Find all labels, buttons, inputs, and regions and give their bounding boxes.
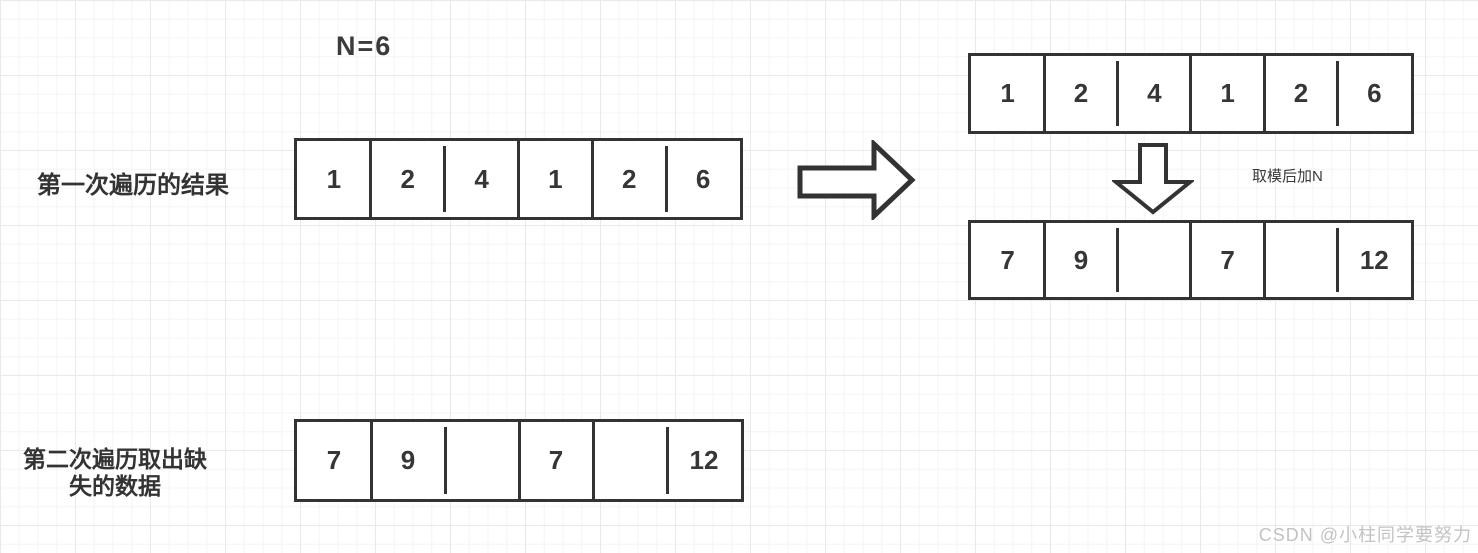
array-cell: 2: [592, 141, 668, 217]
n-value-label: N=6: [336, 31, 393, 61]
array-cell: 7: [971, 223, 1047, 297]
watermark: CSDN @小柱同学要努力: [1258, 525, 1472, 545]
array-cell: 1: [971, 56, 1047, 131]
array-cell: 4: [1118, 56, 1193, 131]
array-cell: 2: [1264, 56, 1340, 131]
array-cell: 4: [445, 141, 520, 217]
array-cell: 1: [518, 141, 594, 217]
array-cell: 7: [297, 422, 373, 499]
second-pass-label-line2: 失的数据: [69, 473, 161, 499]
second-pass-label-line1: 第二次遍历取出缺: [23, 446, 207, 472]
first-pass-label: 第一次遍历的结果: [37, 172, 229, 199]
array-after-mod: 7 9 7 12: [968, 220, 1414, 300]
array-cell: [593, 422, 669, 499]
array-cell: 7: [519, 422, 595, 499]
array-cell: 12: [1359, 244, 1389, 275]
array-cell: 7: [1191, 223, 1267, 297]
array-second-result: 7 9 7 12: [294, 419, 744, 502]
array-cell: [1118, 223, 1193, 297]
array-cell: 12: [689, 445, 719, 475]
array-cell: 6: [695, 163, 711, 194]
array-top-right: 1 2 4 1 2 6: [968, 53, 1414, 134]
array-first-result: 1 2 4 1 2 6: [294, 138, 743, 220]
array-cell: 6: [1367, 78, 1382, 108]
array-cell: [1264, 223, 1340, 297]
array-cell: 2: [1044, 56, 1120, 131]
array-cell: 1: [297, 141, 373, 217]
down-arrow-icon: [1112, 143, 1194, 215]
transform-label: 取模后加N: [1252, 168, 1323, 185]
array-cell: 1: [1191, 56, 1267, 131]
array-cell: 9: [371, 422, 447, 499]
array-cell: [445, 422, 521, 499]
array-cell: 2: [371, 141, 446, 217]
array-cell: 9: [1044, 223, 1120, 297]
right-arrow-icon: [797, 140, 916, 220]
second-pass-label: 第二次遍历取出缺 失的数据: [0, 446, 230, 500]
